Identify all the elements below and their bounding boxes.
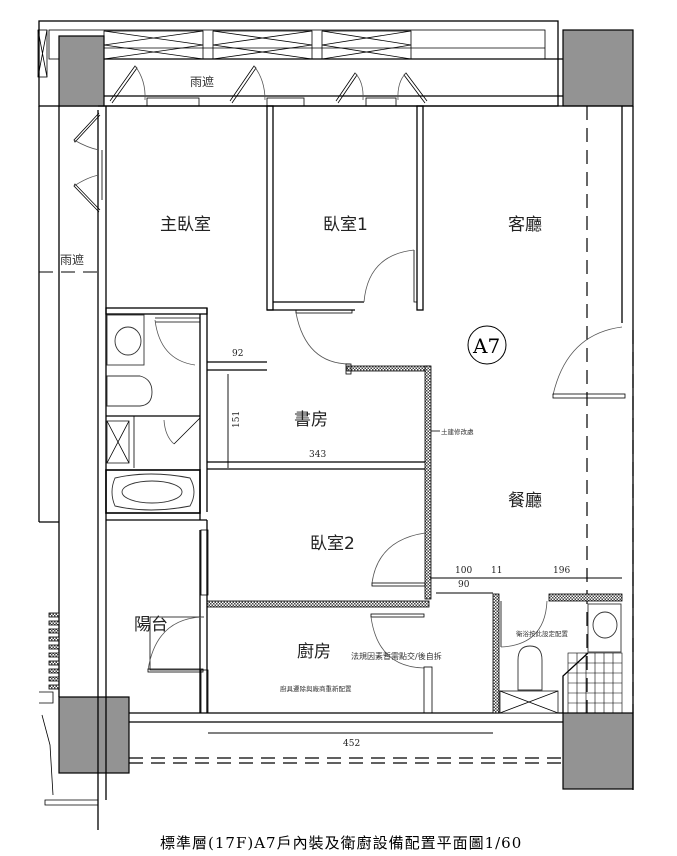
- pillar-bottom-left: [58, 696, 130, 774]
- kitchen-walls: [200, 613, 433, 714]
- dim-343: 343: [309, 450, 326, 460]
- dim-100: 100: [455, 566, 472, 576]
- bedroom2-walls: [147, 520, 430, 713]
- bedroom1-walls: [266, 105, 424, 365]
- dimension-lines: 92 151 343 100 11 196 90 452: [208, 349, 622, 749]
- kitchen-note: 廚具遷除與廠商重新配置: [280, 684, 352, 693]
- dim-151: 151: [232, 411, 242, 428]
- toilet-fixture: [517, 645, 543, 691]
- canopy-left-label: 雨遮: [60, 252, 84, 267]
- window-panel: [321, 30, 412, 60]
- living-door-swing: [552, 326, 623, 396]
- room-label-kitchen: 廚房: [297, 641, 331, 662]
- service-bathroom: [492, 593, 623, 714]
- structural-change-note: 土建修改處: [441, 427, 474, 436]
- living-door-leaf: [552, 393, 626, 399]
- pillar-top-right: [562, 29, 634, 107]
- dim-196: 196: [553, 566, 570, 576]
- vent-slats: [48, 612, 60, 690]
- study-walls: 土建修改處: [207, 361, 474, 600]
- window-panel: [103, 30, 204, 60]
- toilet-fixture: [106, 375, 153, 407]
- drawing-caption: 標準層(17F)A7戶內裝及衛廚設備配置平面圖1/60: [160, 834, 522, 852]
- room-label-balcony: 陽台: [134, 615, 168, 635]
- pillar-top-left: [58, 35, 105, 107]
- canopy-top-label: 雨遮: [190, 74, 214, 89]
- room-label-study: 書房: [294, 410, 328, 430]
- window-panel: [212, 30, 313, 60]
- exterior-walls: 雨遮: [38, 105, 634, 830]
- dim-452: 452: [343, 739, 360, 749]
- room-label-master-bedroom: 主臥室: [160, 215, 211, 235]
- dim-11: 11: [491, 566, 502, 576]
- unit-tag: A7: [467, 325, 507, 365]
- pillar-bottom-right: [562, 712, 634, 790]
- dim-92: 92: [232, 349, 243, 359]
- top-canopy: 雨遮: [37, 20, 565, 107]
- room-label-living-room: 客廳: [508, 215, 542, 235]
- dim-90: 90: [458, 580, 470, 590]
- bathroom-note: 衛浴按此設定配置: [516, 629, 569, 638]
- room-label-dining-room: 餐廳: [508, 491, 542, 511]
- master-bathroom: [105, 307, 208, 521]
- room-label-bedroom1: 臥室1: [323, 215, 368, 235]
- regulation-note: 法規因素暫需點交/後自拆: [351, 651, 442, 661]
- room-label-bedroom2: 臥室2: [310, 534, 355, 554]
- unit-tag-label: A7: [472, 334, 500, 358]
